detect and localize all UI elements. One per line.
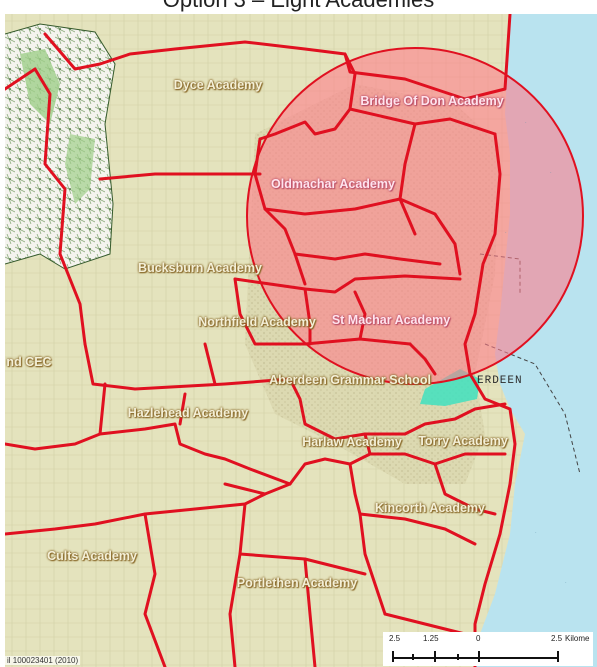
scale-unit-label: Kilome	[565, 634, 590, 643]
label-bucksburn-academy: Bucksburn Academy	[138, 261, 262, 275]
map-title: Option 3 – Eight Academies	[0, 0, 597, 14]
catchment-radius-circle	[246, 47, 584, 385]
catchment-boundaries	[5, 14, 517, 667]
label-hazlehead-academy: Hazlehead Academy	[127, 406, 249, 420]
scale-bar-graphic	[392, 651, 559, 662]
label-bridge-of-don-academy: Bridge Of Don Academy	[360, 94, 504, 108]
label-oldmachar-academy: Oldmachar Academy	[271, 177, 395, 191]
city-label: ERDEEN	[477, 375, 523, 387]
label-st-machar-academy: St Machar Academy	[331, 313, 451, 327]
label-dyce-academy: Dyce Academy	[173, 78, 263, 92]
map-title-text: Option 3 – Eight Academies	[0, 0, 597, 12]
scale-tick-label: 2.5	[389, 634, 401, 643]
svg-text:·: ·	[505, 230, 507, 236]
school-catchment-map[interactable]: · · · · · Dyce Academy Bridge Of Don Academ…	[5, 14, 597, 667]
map-canvas: · · · · ·	[5, 14, 597, 667]
scale-tick-label: 0	[476, 634, 481, 643]
label-cults-academy: Cults Academy	[47, 549, 137, 563]
scale-tick-label: 2.5	[551, 634, 563, 643]
harbour-area	[420, 369, 480, 406]
label-northfield-academy: Northfield Academy	[198, 315, 316, 329]
label-harlaw-academy: Harlaw Academy	[302, 435, 402, 449]
svg-text:·: ·	[550, 170, 552, 176]
scale-bar: 2.5 1.25 0 2.5 Kilome	[383, 632, 593, 666]
svg-text:·: ·	[535, 530, 537, 536]
scale-tick-label: 1.25	[423, 634, 439, 643]
copyright-notice: il 100023401 (2010)	[5, 656, 81, 665]
label-kincorth-academy: Kincorth Academy	[375, 501, 485, 515]
svg-text:·: ·	[525, 120, 527, 126]
label-cec: nd CEC	[6, 355, 52, 369]
label-portlethen-academy: Portlethen Academy	[236, 576, 358, 590]
svg-text:·: ·	[565, 580, 567, 586]
label-aberdeen-grammar-school: Aberdeen Grammar School	[269, 373, 431, 387]
label-torry-academy: Torry Academy	[418, 434, 508, 448]
